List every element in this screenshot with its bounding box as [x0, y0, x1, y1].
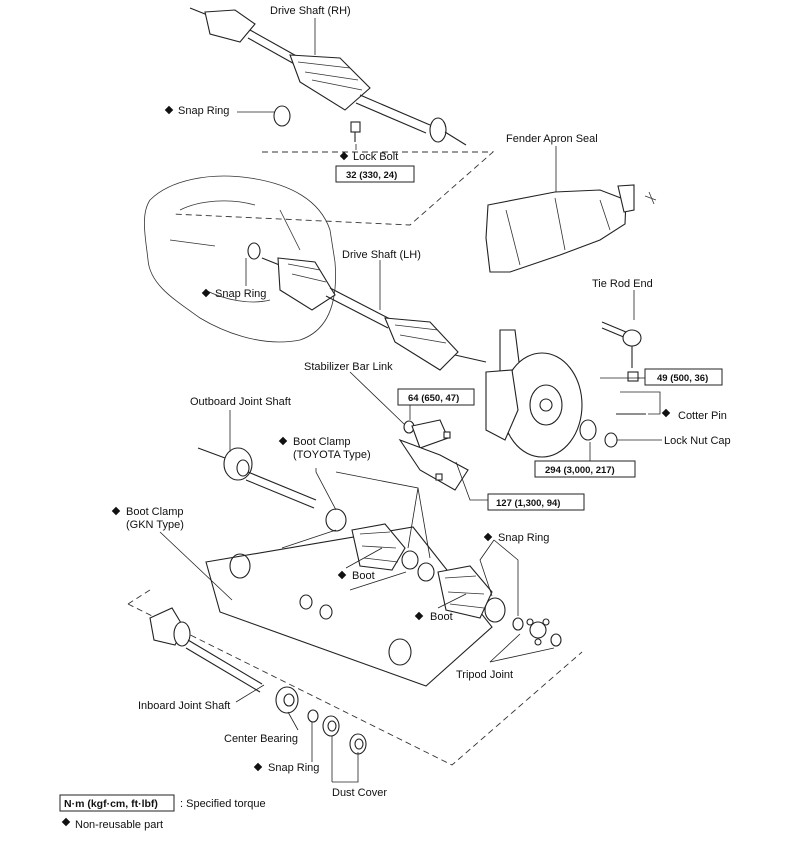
- leader-lines: [159, 18, 662, 783]
- legend-torque-unit: N·m (kgf·cm, ft·lbf): [64, 798, 158, 810]
- dust-cover-b: [349, 733, 367, 755]
- dust-cover-a: [322, 715, 340, 737]
- lock-nut-cap-part: [604, 432, 618, 448]
- label-inboard-joint-shaft: Inboard Joint Shaft: [138, 700, 230, 712]
- non-reusable-diamond-icon: [111, 506, 121, 516]
- non-reusable-diamond-icon: [483, 532, 493, 542]
- legend-non-reusable: Non-reusable part: [75, 819, 163, 831]
- transmission-detail: [169, 200, 301, 303]
- center-snap-ring-part: [307, 709, 319, 723]
- drive-shaft-rh: [189, 7, 467, 146]
- label-cotter-pin-group: Cotter Pin: [661, 408, 727, 422]
- tripod-joint-part: [526, 618, 550, 646]
- torque-box-stabilizer: [397, 388, 475, 406]
- torque-box-tie-rod: [644, 368, 723, 386]
- boot-clamp-toyota-a: [325, 508, 347, 532]
- legend-torque-desc: : Specified torque: [180, 798, 266, 810]
- tripod-snap-ring-a: [512, 617, 524, 631]
- label-boot-1-group: Boot: [337, 570, 375, 582]
- tie-rod-nut-part: [627, 371, 639, 382]
- fender-apron-seal-part: [485, 189, 627, 273]
- tray-clamp-gkn-1: [299, 594, 313, 610]
- label-tie-rod-end: Tie Rod End: [592, 278, 653, 290]
- non-reusable-diamond-icon: [414, 611, 424, 621]
- inboard-dashed-side: [127, 589, 151, 605]
- tray-snap-ring-2: [388, 638, 412, 666]
- rh-shaft-dashed-outline: [171, 151, 495, 226]
- tie-rod-end-part: [601, 321, 642, 368]
- tripod-snap-ring-b: [550, 633, 562, 647]
- label-fender-apron-seal: Fender Apron Seal: [506, 133, 598, 145]
- torque-box-127: [487, 493, 585, 511]
- label-snap-ring-4: Snap Ring: [268, 762, 319, 774]
- label-drive-shaft-lh: Drive Shaft (LH): [342, 249, 421, 261]
- label-snap-ring-3: Snap Ring: [498, 532, 549, 544]
- center-bearing-part: [275, 686, 299, 714]
- label-boot-clamp-gkn-group: Boot Clamp (GKN Type): [111, 506, 184, 531]
- label-center-bearing: Center Bearing: [224, 733, 298, 745]
- non-reusable-diamond-icon: [339, 151, 349, 161]
- label-boot-clamp-toyota-type: (TOYOTA Type): [293, 449, 371, 461]
- outboard-joint-shaft-part: [197, 447, 317, 509]
- transmission-outline: [144, 175, 336, 343]
- label-boot-clamp-gkn-type: (GKN Type): [126, 519, 184, 531]
- legend-torque-box: [59, 794, 175, 812]
- boot-clamp-toyota-d: [484, 597, 506, 623]
- tray-clamp-gkn-2: [319, 604, 333, 620]
- label-lock-bolt-group: Lock Bolt: [339, 151, 398, 163]
- label-boot-clamp-toyota: Boot Clamp: [293, 436, 350, 448]
- lock-nut-part: [579, 419, 597, 441]
- non-reusable-diamond-icon: [201, 288, 211, 298]
- knuckle-hub-assembly: [485, 329, 583, 458]
- snap-ring-rh-part: [273, 105, 291, 127]
- boot-clamp-toyota-c: [417, 562, 435, 582]
- inboard-joint-shaft-part: [149, 607, 263, 693]
- label-snap-ring-3-group: Snap Ring: [483, 532, 549, 544]
- legend: N·m (kgf·cm, ft·lbf) : Specified torque …: [59, 794, 266, 831]
- label-lock-bolt: Lock Bolt: [353, 151, 398, 163]
- label-snap-ring-1-group: Snap Ring: [164, 105, 229, 117]
- tray-snap-ring-1: [229, 553, 251, 579]
- torque-lock-bolt: 32 (330, 24): [346, 170, 397, 181]
- torque-stabilizer: 64 (650, 47): [408, 393, 459, 404]
- boot-inboard-part: [437, 565, 493, 619]
- boot-clamp-toyota-b: [401, 550, 419, 570]
- non-reusable-diamond-icon: [278, 436, 288, 446]
- label-stabilizer-bar-link: Stabilizer Bar Link: [304, 361, 393, 373]
- label-snap-ring-1: Snap Ring: [178, 105, 229, 117]
- lock-bolt-part: [350, 121, 361, 142]
- torque-box-lock-nut: [534, 460, 636, 478]
- label-tripod-joint: Tripod Joint: [456, 669, 513, 681]
- non-reusable-diamond-icon: [61, 817, 71, 827]
- non-reusable-diamond-icon: [164, 105, 174, 115]
- label-boot-2: Boot: [430, 611, 453, 623]
- label-cotter-pin: Cotter Pin: [678, 410, 727, 422]
- label-snap-ring-4-group: Snap Ring: [253, 762, 319, 774]
- label-boot-2-group: Boot: [414, 611, 453, 623]
- label-dust-cover: Dust Cover: [332, 787, 387, 799]
- non-reusable-diamond-icon: [661, 408, 671, 418]
- label-boot-clamp-gkn: Boot Clamp: [126, 506, 183, 518]
- drive-shaft-lh: [247, 242, 487, 371]
- non-reusable-diamond-icon: [337, 570, 347, 580]
- label-snap-ring-2: Snap Ring: [215, 288, 266, 300]
- torque-box-lock-bolt: [335, 165, 415, 183]
- label-snap-ring-2-group: Snap Ring: [201, 288, 266, 300]
- label-boot-clamp-toyota-group: Boot Clamp (TOYOTA Type): [278, 436, 371, 461]
- stabilizer-bar-link-part: [398, 419, 469, 491]
- fender-clip: [644, 191, 657, 205]
- non-reusable-diamond-icon: [253, 762, 263, 772]
- label-drive-shaft-rh: Drive Shaft (RH): [270, 5, 351, 17]
- label-outboard-joint-shaft: Outboard Joint Shaft: [190, 396, 291, 408]
- label-boot-1: Boot: [352, 570, 375, 582]
- torque-lock-nut: 294 (3,000, 217): [545, 465, 615, 476]
- inboard-dashed-outline: [127, 603, 583, 766]
- label-lock-nut-cap: Lock Nut Cap: [664, 435, 731, 447]
- torque-tie-rod: 49 (500, 36): [657, 373, 708, 384]
- torque-127: 127 (1,300, 94): [496, 498, 560, 509]
